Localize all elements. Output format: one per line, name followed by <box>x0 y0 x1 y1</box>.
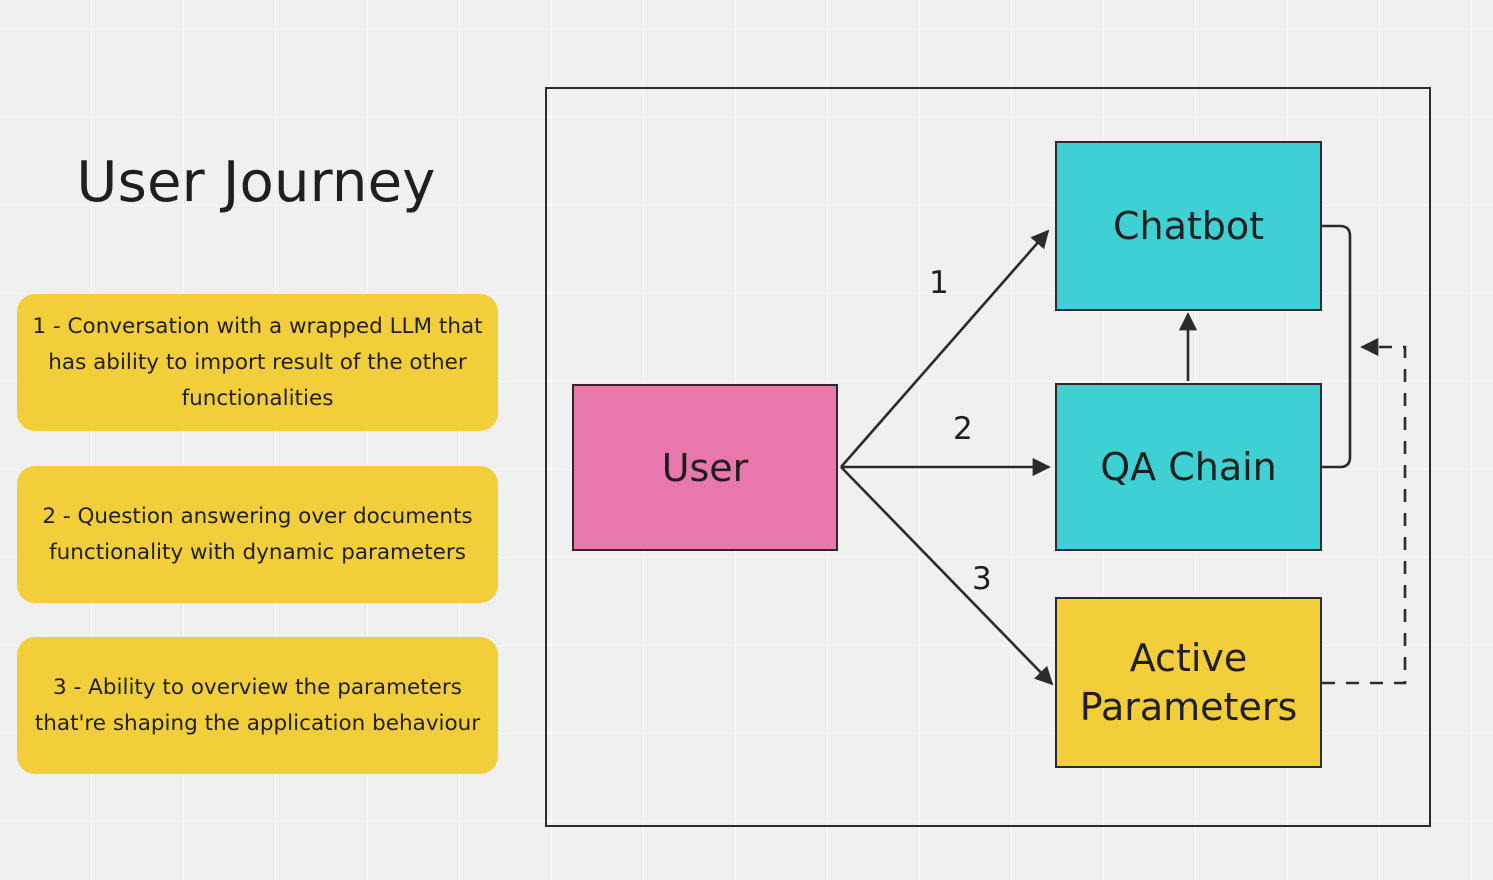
edge-label-2: 2 <box>953 411 973 447</box>
legend-callout-2-text: 2 - Question answering over documents fu… <box>42 503 473 565</box>
node-chatbot-label: Chatbot <box>1112 204 1265 248</box>
node-user[interactable]: User <box>572 384 838 551</box>
diagram-boundary <box>545 87 1431 827</box>
edge-label-1: 1 <box>929 265 949 301</box>
edge-label-3: 3 <box>972 561 992 597</box>
legend-callout-3-text: 3 - Ability to overview the parameters t… <box>34 674 481 736</box>
node-active-parameters[interactable]: Active Parameters <box>1055 597 1322 768</box>
legend-callout-1-text: 1 - Conversation with a wrapped LLM that… <box>32 313 483 411</box>
page-title: User Journey <box>76 150 436 215</box>
node-active-parameters-label: Active Parameters <box>1079 635 1298 729</box>
node-chatbot[interactable]: Chatbot <box>1055 141 1322 311</box>
legend-callout-1: 1 - Conversation with a wrapped LLM that… <box>17 294 498 431</box>
node-qa-chain-label: QA Chain <box>1100 445 1277 489</box>
node-user-label: User <box>661 445 749 490</box>
legend-callout-2: 2 - Question answering over documents fu… <box>17 466 498 603</box>
legend-callout-3: 3 - Ability to overview the parameters t… <box>17 637 498 774</box>
node-qa-chain[interactable]: QA Chain <box>1055 383 1322 551</box>
